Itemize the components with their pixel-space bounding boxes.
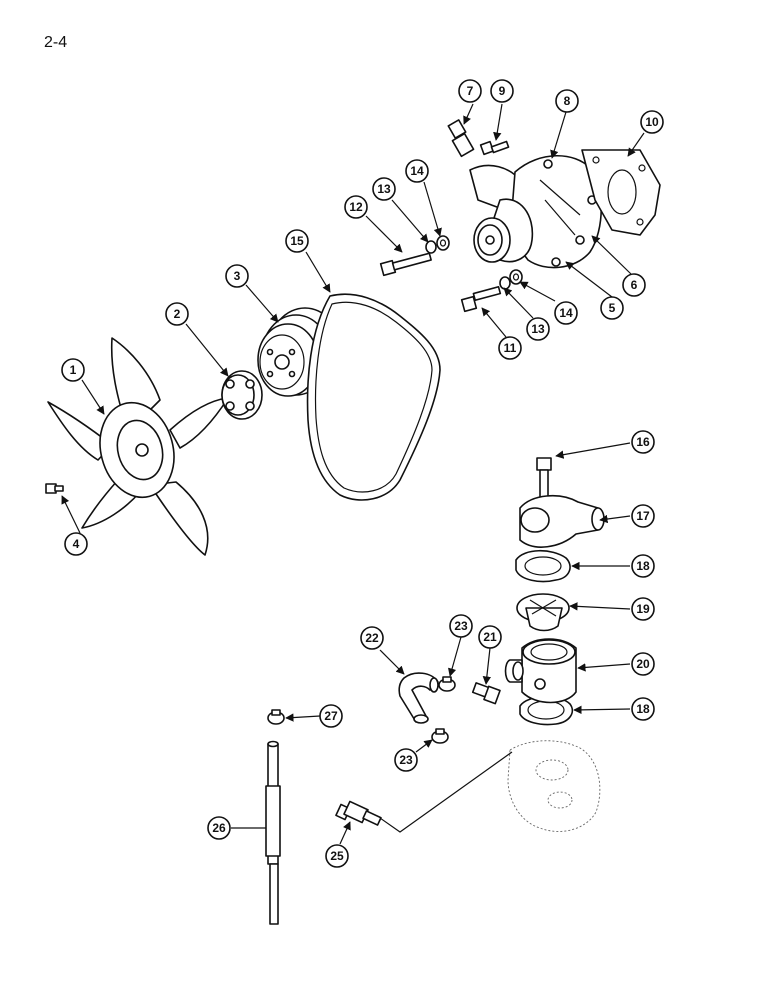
page-number: 2-4 xyxy=(44,34,68,51)
water-pump xyxy=(469,154,603,269)
callout-5: 5 xyxy=(600,296,624,320)
hose-clamp-upper xyxy=(438,676,456,692)
callout-2: 2 xyxy=(165,302,189,326)
svg-text:3: 3 xyxy=(234,269,241,283)
callout-17: 17 xyxy=(631,504,655,528)
lock-washer-13-lower xyxy=(499,276,511,290)
callout-10: 10 xyxy=(640,110,664,134)
svg-text:23: 23 xyxy=(454,619,468,633)
hose-fitting xyxy=(447,119,475,158)
svg-text:21: 21 xyxy=(483,630,497,644)
elbow-fitting xyxy=(471,682,501,705)
fan-spacer xyxy=(221,370,263,420)
svg-text:8: 8 xyxy=(564,94,571,108)
svg-text:27: 27 xyxy=(324,709,338,723)
svg-text:23: 23 xyxy=(399,753,413,767)
callout-1: 1 xyxy=(61,358,85,382)
bolt-12 xyxy=(379,252,432,277)
callout-20: 20 xyxy=(631,652,655,676)
svg-text:26: 26 xyxy=(212,821,226,835)
lock-washer-13-upper xyxy=(425,240,437,254)
thermostat-housing xyxy=(504,638,577,704)
callout-19: 19 xyxy=(631,597,655,621)
tube-clamp xyxy=(267,709,285,725)
svg-text:6: 6 xyxy=(631,278,638,292)
water-outlet-elbow xyxy=(519,494,605,548)
bolt-11 xyxy=(460,285,502,313)
svg-text:17: 17 xyxy=(636,509,650,523)
callout-21: 21 xyxy=(478,625,502,649)
callout-13-upper: 13 xyxy=(372,177,396,201)
svg-text:13: 13 xyxy=(377,182,391,196)
svg-text:14: 14 xyxy=(559,306,573,320)
callout-9: 9 xyxy=(490,79,514,103)
fan xyxy=(47,337,229,556)
svg-text:18: 18 xyxy=(636,559,650,573)
engine-block-ghost-outline xyxy=(507,740,601,832)
callout-6: 6 xyxy=(622,273,646,297)
v-belt xyxy=(306,293,441,501)
svg-text:4: 4 xyxy=(73,537,80,551)
callout-16: 16 xyxy=(631,430,655,454)
svg-text:2: 2 xyxy=(174,307,181,321)
callout-22: 22 xyxy=(360,626,384,650)
callout-18-lower: 18 xyxy=(631,697,655,721)
fan-bolt xyxy=(45,483,64,494)
svg-text:18: 18 xyxy=(636,702,650,716)
svg-text:22: 22 xyxy=(365,631,379,645)
callout-25: 25 xyxy=(325,844,349,868)
svg-text:13: 13 xyxy=(531,322,545,336)
washer-14-upper xyxy=(436,235,450,251)
svg-text:14: 14 xyxy=(410,164,424,178)
leader-lines xyxy=(61,103,645,845)
callout-13-lower: 13 xyxy=(526,317,550,341)
callout-27: 27 xyxy=(319,704,343,728)
callout-8: 8 xyxy=(555,89,579,113)
thermostat-gasket-upper xyxy=(515,549,571,583)
callout-23-upper: 23 xyxy=(449,614,473,638)
bypass-tube xyxy=(265,740,281,925)
svg-text:9: 9 xyxy=(499,84,506,98)
washer-14-lower xyxy=(509,269,523,285)
svg-text:15: 15 xyxy=(290,234,304,248)
hose-clamp-lower xyxy=(431,728,449,744)
svg-text:10: 10 xyxy=(645,115,659,129)
bolt-9 xyxy=(479,140,510,156)
svg-text:11: 11 xyxy=(504,341,517,355)
svg-text:16: 16 xyxy=(636,435,650,449)
callout-14-lower: 14 xyxy=(554,301,578,325)
svg-text:19: 19 xyxy=(636,602,650,616)
temperature-sender xyxy=(335,800,382,826)
thermostat xyxy=(516,593,570,632)
callout-12: 12 xyxy=(344,195,368,219)
callout-23-lower: 23 xyxy=(394,748,418,772)
callout-11: 11 xyxy=(498,336,522,360)
svg-text:20: 20 xyxy=(636,657,650,671)
callout-14-upper: 14 xyxy=(405,159,429,183)
callout-3: 3 xyxy=(225,264,249,288)
svg-text:1: 1 xyxy=(70,363,77,377)
water-pump-gasket xyxy=(581,149,661,236)
callout-7: 7 xyxy=(458,79,482,103)
callout-15: 15 xyxy=(285,229,309,253)
svg-text:5: 5 xyxy=(609,301,616,315)
callout-26: 26 xyxy=(207,816,231,840)
sender-location-line xyxy=(379,751,513,833)
bypass-hose xyxy=(398,672,439,724)
svg-text:7: 7 xyxy=(467,84,474,98)
svg-text:12: 12 xyxy=(349,200,363,214)
callout-18-upper: 18 xyxy=(631,554,655,578)
svg-text:25: 25 xyxy=(330,849,344,863)
callout-4: 4 xyxy=(64,532,88,556)
